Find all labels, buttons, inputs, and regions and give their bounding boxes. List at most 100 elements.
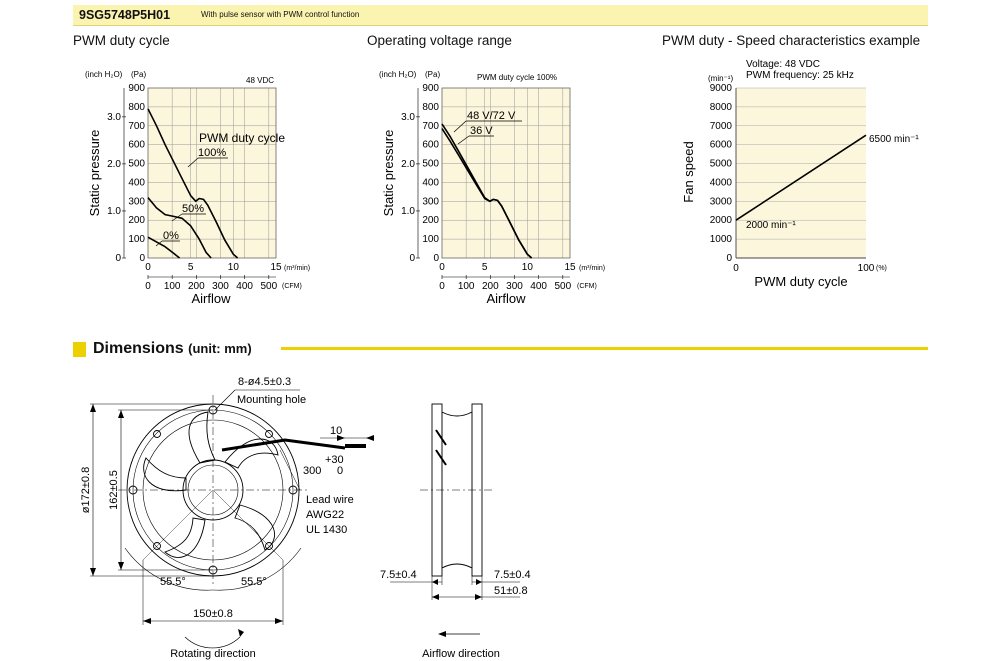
chart-title-speed: PWM duty - Speed characteristics example [662, 33, 921, 48]
label-48v-72v: 48 V/72 V [467, 110, 516, 122]
arrow-width-right [275, 618, 283, 624]
label-48v-leader [453, 120, 467, 133]
label-side-left: 7.5±0.4 [380, 569, 417, 581]
chart-title-pwm: PWM duty cycle [73, 33, 170, 48]
lead-wire-bundle [221, 438, 346, 452]
label-tol-zero: 0 [337, 465, 343, 477]
tick-inch: 1.0 [107, 206, 121, 217]
side-lead-wire [435, 429, 447, 466]
chart-speed-series [735, 134, 867, 221]
tick-speed-x: 100 [858, 263, 875, 274]
tick-cfm: 500 [554, 281, 571, 292]
tick-pa: 600 [422, 140, 439, 151]
angle-line-right [212, 489, 284, 561]
arrow-inner-bottom [118, 562, 124, 570]
label-0-leader [155, 240, 163, 247]
label-36v-leader [457, 135, 470, 145]
fan-blade-1 [224, 438, 279, 469]
label-2000: 2000 min⁻¹ [746, 220, 796, 231]
tick-pa: 0 [433, 253, 439, 264]
angle-arc-right [212, 547, 302, 591]
tick-inch: 0 [115, 253, 121, 264]
label-lead-wire: Lead wire [306, 494, 354, 506]
chart-pwm-note: 48 VDC [246, 76, 274, 85]
tick-pa: 900 [422, 83, 439, 94]
chart-pwm-ylabel: Static pressure [87, 130, 102, 217]
chart-voltage-note: PWM duty cycle 100% [477, 73, 557, 82]
chart-voltage-frame [441, 87, 571, 259]
chart-voltage-unit-cfm: (CFM) [577, 283, 597, 290]
dimensions-title-text: Dimensions [93, 340, 184, 357]
tick-cfm: 0 [439, 281, 445, 292]
label-angle-left: 55.5° [160, 576, 186, 588]
label-rotating: Rotating direction [170, 648, 256, 660]
tick-cfm: 300 [212, 281, 229, 292]
tick-speed-y: 9000 [710, 83, 733, 94]
tick-cfm: 0 [145, 281, 151, 292]
label-mounting-hole: Mounting hole [237, 394, 306, 406]
chart-speed-ylabel: Fan speed [681, 141, 696, 202]
dimension-front-labels: 8-ø4.5±0.3 Mounting hole 10 +30 300 0 Le… [80, 376, 354, 660]
fan-blade-5 [188, 411, 216, 464]
chart-pwm-frame [147, 87, 277, 259]
tick-pa: 300 [128, 196, 145, 207]
tick-speed-y: 3000 [710, 196, 733, 207]
chart-speed-xlabel: PWM duty cycle [754, 274, 847, 289]
tick-m3: 0 [145, 262, 151, 273]
rotating-arrowhead [238, 629, 244, 637]
angle-arc-left [124, 547, 214, 591]
chart-voltage-series [441, 123, 533, 259]
mounting-hole-tr [265, 430, 273, 438]
side-arrowheads [432, 579, 482, 637]
tick-cfm: 100 [164, 281, 181, 292]
header-bar: 9SG5748P5H01 With pulse sensor with PWM … [73, 5, 928, 26]
series-line-0 [147, 108, 239, 259]
tick-m3: 10 [522, 262, 534, 273]
side-body-curves [441, 411, 473, 569]
tick-inch: 3.0 [401, 112, 415, 123]
chart-voltage-grid [442, 88, 570, 258]
tick-pa: 700 [422, 121, 439, 132]
tick-speed-y: 1000 [710, 234, 733, 245]
arrow-lead-left [337, 435, 345, 441]
tick-m3: 10 [228, 262, 240, 273]
tick-pa: 500 [422, 159, 439, 170]
chart-pwm-xlabel: Airflow [191, 291, 231, 306]
tick-cfm: 100 [458, 281, 475, 292]
tick-pa: 800 [128, 102, 145, 113]
chart-title-voltage: Operating voltage range [367, 33, 512, 48]
dimensions-title: Dimensions (unit: mm) [93, 340, 252, 358]
label-angle-right: 55.5° [241, 576, 267, 588]
tick-speed-y: 7000 [710, 121, 733, 132]
tick-inch: 0 [409, 253, 415, 264]
label-6500: 6500 min⁻¹ [869, 134, 919, 145]
chart-pwm-legend: PWM duty cycle [199, 131, 285, 145]
tick-cfm: 500 [260, 281, 277, 292]
tick-pa: 400 [128, 177, 145, 188]
label-100-leader [187, 157, 199, 168]
mounting-hole-br [265, 542, 273, 550]
label-side-right: 7.5±0.4 [494, 569, 531, 581]
chart-speed-x-unit: (%) [876, 265, 887, 272]
arrow-inner-top [118, 410, 124, 418]
dimensions-marker-icon [73, 342, 86, 357]
chart-speed-grid [736, 87, 866, 240]
tick-pa: 300 [422, 196, 439, 207]
mounting-hole-tl [153, 430, 161, 438]
tick-pa: 100 [128, 234, 145, 245]
dimension-arrowheads [90, 404, 374, 637]
series-line-2 [147, 236, 181, 259]
label-36v: 36 V [470, 125, 493, 137]
tick-m3: 0 [439, 262, 445, 273]
mounting-hole-bl [153, 542, 161, 550]
model-number: 9SG5748P5H01 [79, 8, 171, 22]
label-outer-dia: ø172±0.8 [80, 467, 92, 513]
chart-pwm-grid [148, 88, 276, 258]
arrow-lead-right [366, 435, 374, 441]
chart-voltage-ylabel: Static pressure [381, 130, 396, 217]
label-ul: UL 1430 [306, 524, 347, 536]
side-labels: 7.5±0.4 7.5±0.4 51±0.8 Airflow direction [380, 569, 531, 660]
